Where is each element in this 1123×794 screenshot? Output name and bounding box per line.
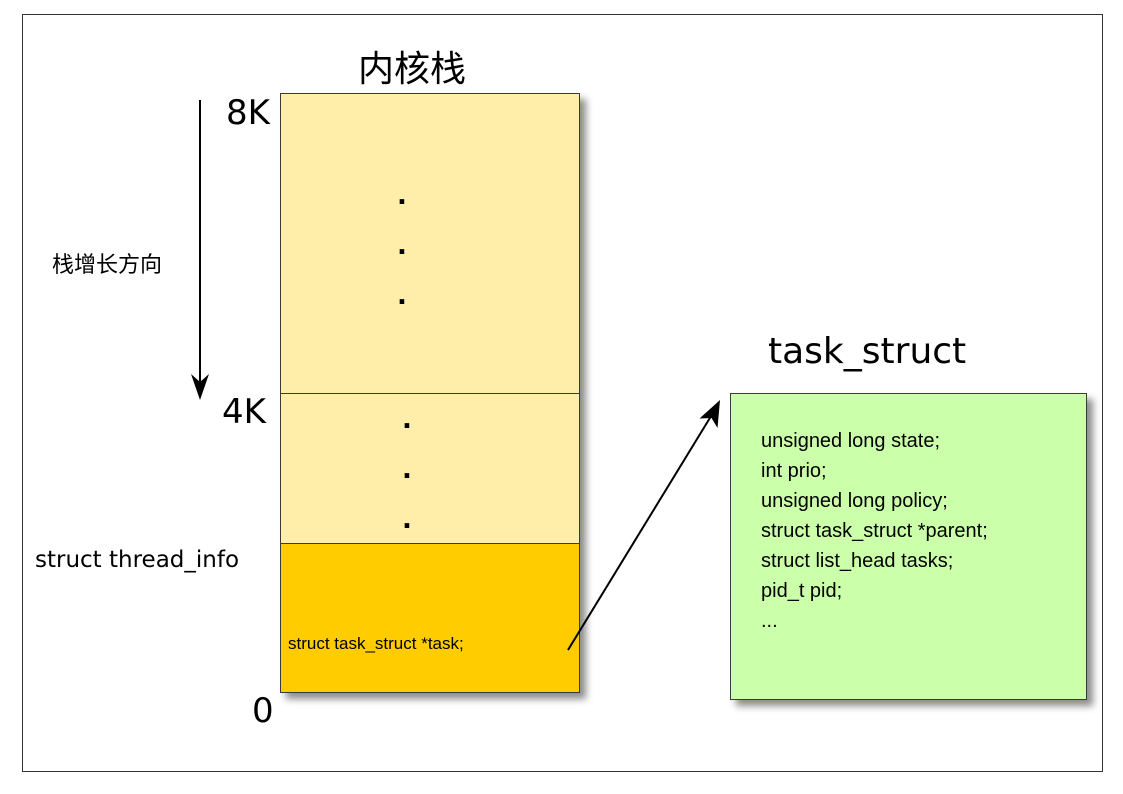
task-pointer-arrow xyxy=(567,407,717,651)
task-struct-field: struct task_struct *parent; xyxy=(761,520,988,542)
ellipsis-dot: . xyxy=(397,181,407,211)
task-struct-field: int prio; xyxy=(761,460,827,482)
task-struct-field: pid_t pid; xyxy=(761,580,843,602)
label-4k: 4K xyxy=(222,392,266,432)
task-struct-field: unsigned long state; xyxy=(761,430,941,452)
ellipsis-dot: . xyxy=(402,505,412,535)
task-struct-box: unsigned long state; int prio; unsigned … xyxy=(730,393,1087,700)
growth-direction-label: 栈增长方向 xyxy=(52,253,163,278)
task-pointer-arrowhead xyxy=(699,400,720,428)
thread-info-region: struct task_struct *task; xyxy=(280,543,580,693)
task-struct-field: unsigned long policy; xyxy=(761,490,948,512)
growth-arrowhead xyxy=(191,374,209,400)
task-struct-title: task_struct xyxy=(768,331,967,372)
task-struct-field: ... xyxy=(761,610,778,632)
thread-info-label: struct thread_info xyxy=(35,547,240,573)
kernel-stack-title: 内核栈 xyxy=(358,49,467,90)
ellipsis-dot: . xyxy=(397,281,407,311)
ellipsis-dot: . xyxy=(402,405,412,435)
ellipsis-dot: . xyxy=(402,455,412,485)
ellipsis-dot: . xyxy=(397,231,407,261)
task-struct-field: struct list_head tasks; xyxy=(761,550,954,572)
task-struct-field-list: unsigned long state; int prio; unsigned … xyxy=(761,426,988,636)
kernel-stack: . . . . . . struct task_struct *task; xyxy=(280,93,580,693)
stack-middle-region: . . . xyxy=(280,393,580,544)
task-pointer-field: struct task_struct *task; xyxy=(288,634,464,653)
label-8k: 8K xyxy=(226,93,270,133)
label-0: 0 xyxy=(252,691,274,731)
